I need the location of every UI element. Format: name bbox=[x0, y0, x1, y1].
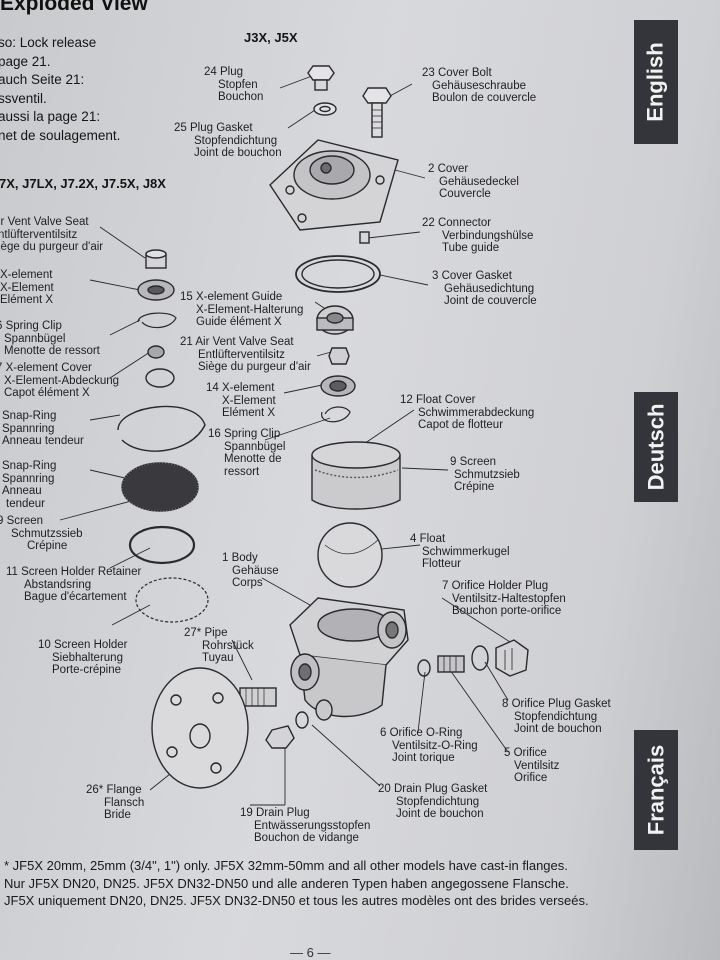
footnote-line-fr: JF5X uniquement DN20, DN25. JF5X DN32-DN… bbox=[4, 893, 589, 908]
models-left: 7X, J7LX, J7.2X, J7.5X, J8X bbox=[0, 176, 166, 191]
tab-francais: Français bbox=[634, 730, 678, 850]
intro-line: aussi la page 21: bbox=[0, 109, 101, 124]
intro-line: ssventil. bbox=[0, 90, 47, 106]
footnote-line-de: Nur JF5X DN20, DN25. JF5X DN32-DN50 und … bbox=[4, 875, 569, 891]
intro-line: auch Seite 21: bbox=[0, 72, 85, 87]
models-top: J3X, J5X bbox=[244, 30, 298, 45]
page-number: — 6 — bbox=[290, 945, 331, 960]
page-title: Exploded View bbox=[0, 0, 148, 15]
intro-text: so: Lock release page 21. auch Seite 21:… bbox=[0, 34, 120, 145]
tab-deutsch: Deutsch bbox=[634, 392, 678, 502]
intro-line: so: Lock release bbox=[0, 35, 97, 50]
intro-line: net de soulagement. bbox=[0, 127, 121, 143]
footnote-line-en: * JF5X 20mm, 25mm (3/4", 1") only. JF5X … bbox=[4, 858, 568, 873]
footnote: * JF5X 20mm, 25mm (3/4", 1") only. JF5X … bbox=[4, 857, 589, 910]
intro-line: page 21. bbox=[0, 53, 51, 69]
tab-english: English bbox=[634, 20, 678, 144]
